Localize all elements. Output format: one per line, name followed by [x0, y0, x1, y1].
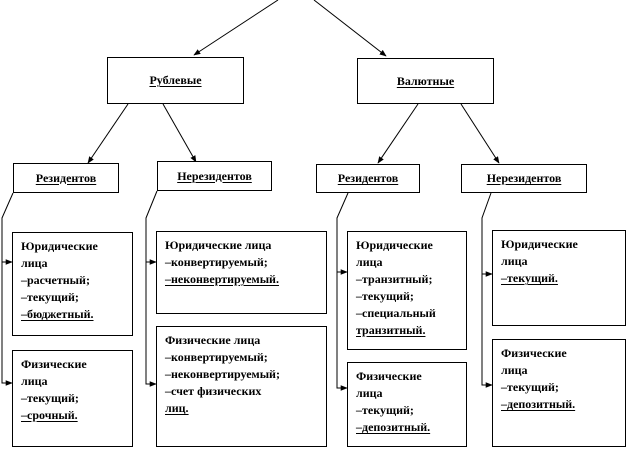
cur-res-individual-box: Физические лица –текущий; –депозитный. — [347, 362, 467, 447]
leaf-line: –депозитный. — [356, 420, 431, 434]
leaf-line: Юридические — [356, 238, 433, 252]
leaf-line: –текущий; — [21, 290, 79, 304]
arrow-cur-nonres-to-individual — [481, 274, 493, 388]
rubles-nonresidents-box: Нерезидентов — [157, 161, 272, 191]
leaf-line: Физические — [356, 369, 422, 383]
leaf-line: –конвертируемый; — [165, 350, 268, 364]
currency-nonresidents-title: Нерезидентов — [486, 171, 562, 185]
leaf-line: лица — [501, 254, 528, 268]
currency-residents-title: Резидентов — [337, 171, 399, 185]
arrow-rubles-to-residents — [87, 103, 129, 164]
rubles-residents-title: Резидентов — [35, 170, 97, 185]
leaf-line: лица — [21, 374, 48, 388]
rub-nonres-individual-box: Физические лица –конвертируемый; –неконв… — [156, 326, 327, 447]
currency-title: Валютные — [396, 73, 455, 88]
cur-nonres-individual-box: Физические лица –текущий; –депозитный. — [492, 339, 626, 447]
leaf-line: транзитный. — [356, 323, 426, 337]
arrow-currency-to-residents — [377, 103, 419, 164]
leaf-line: –расчетный; — [21, 273, 90, 287]
leaf-line: Физические — [21, 357, 87, 371]
rubles-box: Рублевые — [107, 57, 244, 104]
arrow-top-to-rubles — [193, 0, 279, 56]
leaf-line: лиц. — [165, 401, 189, 415]
cur-res-legal-box: Юридические лица –транзитный; –текущий; … — [347, 231, 467, 350]
leaf-line: –текущий. — [501, 271, 558, 285]
leaf-line: Юридические — [501, 237, 578, 251]
leaf-line: –специальный — [356, 306, 436, 320]
arrow-cur-res-to-individual — [336, 272, 348, 391]
leaf-line: –неконвертируемый; — [165, 367, 280, 381]
arrow-rub-res-to-individual — [1, 262, 13, 386]
cur-nonres-legal-box: Юридические лица –текущий. — [492, 230, 626, 326]
rubles-title: Рублевые — [149, 73, 202, 87]
arrow-cur-nonres-to-legal — [481, 192, 493, 277]
arrow-cur-res-to-legal — [336, 192, 349, 275]
leaf-line: лица — [501, 363, 528, 377]
arrow-top-to-currency — [313, 0, 387, 57]
arrow-currency-to-nonresidents — [460, 103, 500, 164]
leaf-line: –срочный. — [21, 408, 78, 422]
leaf-line: –текущий; — [356, 289, 414, 303]
leaf-line: Юридические лица — [165, 238, 272, 252]
leaf-line: лица — [21, 256, 48, 270]
rub-nonres-legal-box: Юридические лица –конвертируемый; –некон… — [156, 231, 327, 314]
arrow-rubles-to-nonresidents — [162, 103, 197, 163]
leaf-line: лица — [356, 255, 383, 269]
rub-res-legal-box: Юридические лица –расчетный; –текущий; –… — [12, 232, 133, 336]
leaf-line: –текущий; — [356, 403, 414, 417]
leaf-line: –текущий; — [501, 380, 559, 394]
rubles-nonresidents-title: Нерезидентов — [177, 168, 252, 183]
leaf-line: –депозитный. — [501, 397, 576, 411]
arrow-rub-nonres-to-legal — [145, 190, 158, 265]
leaf-line: Физические лица — [165, 333, 261, 347]
leaf-line: –неконвертируемый. — [165, 272, 279, 286]
leaf-line: –текущий; — [21, 391, 79, 405]
arrow-rub-nonres-to-individual — [145, 262, 157, 387]
leaf-line: лица — [356, 386, 383, 400]
leaf-line: Физические — [501, 346, 567, 360]
leaf-line: –счет физических — [165, 384, 262, 398]
rub-res-individual-box: Физические лица –текущий; –срочный. — [12, 350, 133, 447]
currency-residents-box: Резидентов — [316, 164, 420, 193]
currency-nonresidents-box: Нерезидентов — [461, 164, 587, 193]
arrow-rub-res-to-legal — [1, 192, 14, 265]
leaf-line: –транзитный; — [356, 272, 433, 286]
rubles-residents-box: Резидентов — [13, 163, 119, 193]
currency-box: Валютные — [357, 58, 494, 104]
leaf-line: –бюджетный. — [21, 307, 94, 321]
leaf-line: Юридические — [21, 239, 98, 253]
leaf-line: –конвертируемый; — [165, 255, 268, 269]
